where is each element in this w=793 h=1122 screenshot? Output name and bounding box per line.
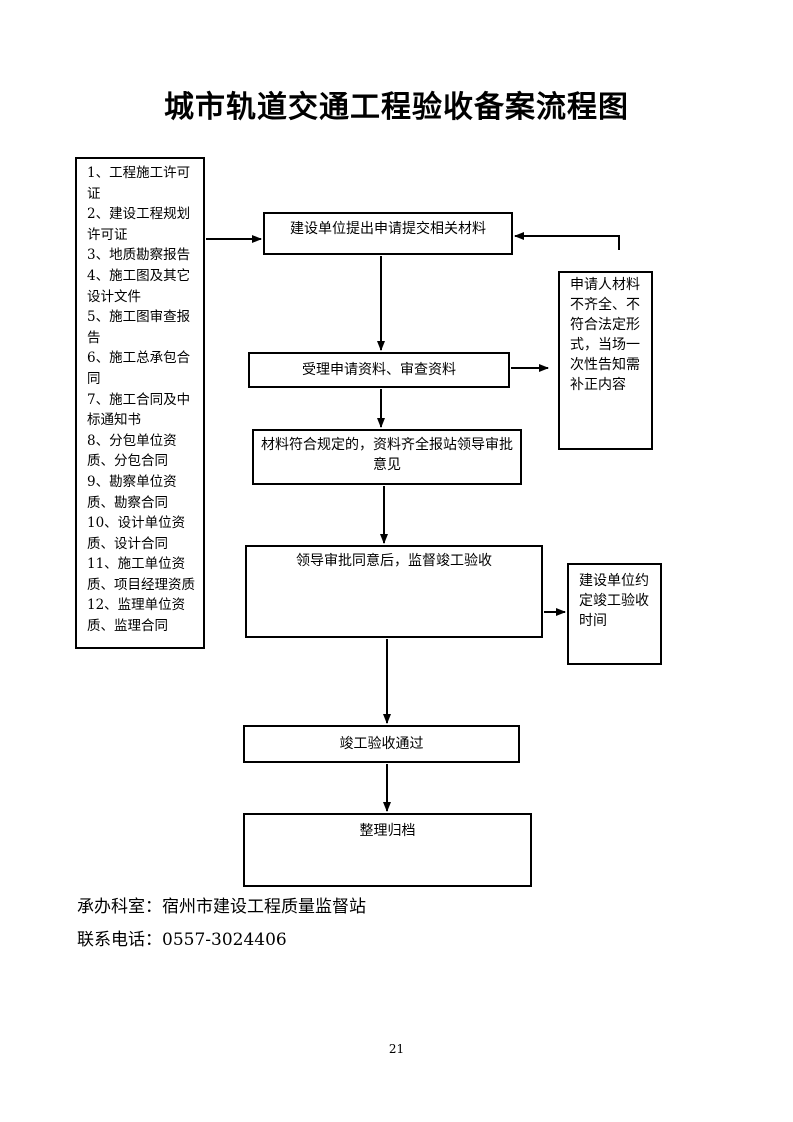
incomplete-notice-box: 申请人材料不齐全、不符合法定形式，当场一次性告知需补正内容 [558, 271, 653, 450]
step-passed-box: 竣工验收通过 [243, 725, 520, 763]
requirement-item: 12、监理单位资质、监理合同 [87, 597, 186, 635]
requirement-item: 1、工程施工许可证 [87, 165, 191, 202]
requirement-item: 3、地质勘察报告 [87, 247, 191, 264]
requirement-item: 8、分包单位资质、分包合同 [87, 432, 177, 470]
requirement-item: 9、勘察单位资质、勘察合同 [87, 473, 177, 511]
requirement-item: 4、施工图及其它设计文件 [87, 267, 191, 305]
requirement-item: 5、施工图审查报告 [87, 309, 191, 346]
requirement-item: 7、施工合同及中标通知书 [87, 391, 191, 429]
office-info: 承办科室：宿州市建设工程质量监督站 [77, 897, 366, 917]
step-submit-box: 建设单位提出申请提交相关材料 [263, 212, 513, 255]
requirements-list: 1、工程施工许可证 2、建设工程规划许可证 3、地质勘察报告 4、施工图及其它设… [75, 157, 205, 649]
step-archive-box: 整理归档 [243, 813, 532, 887]
contact-phone: 联系电话：0557-3024406 [77, 930, 287, 950]
requirement-item: 6、施工总承包合同 [87, 350, 191, 387]
page-number: 21 [388, 1042, 405, 1056]
requirement-item: 10、设计单位资质、设计合同 [87, 515, 186, 552]
schedule-notice-box: 建设单位约定竣工验收时间 [567, 563, 662, 665]
requirement-item: 2、建设工程规划许可证 [87, 206, 191, 243]
step-inspect-box: 领导审批同意后，监督竣工验收 [245, 545, 543, 638]
step-review-box: 材料符合规定的，资料齐全报站领导审批意见 [252, 429, 522, 485]
step-accept-box: 受理申请资料、审查资料 [248, 352, 510, 388]
arrow-return-to-submit [514, 232, 620, 250]
requirement-item: 11、施工单位资质、项目经理资质 [87, 556, 195, 593]
page-title: 城市轨道交通工程验收备案流程图 [164, 90, 629, 125]
